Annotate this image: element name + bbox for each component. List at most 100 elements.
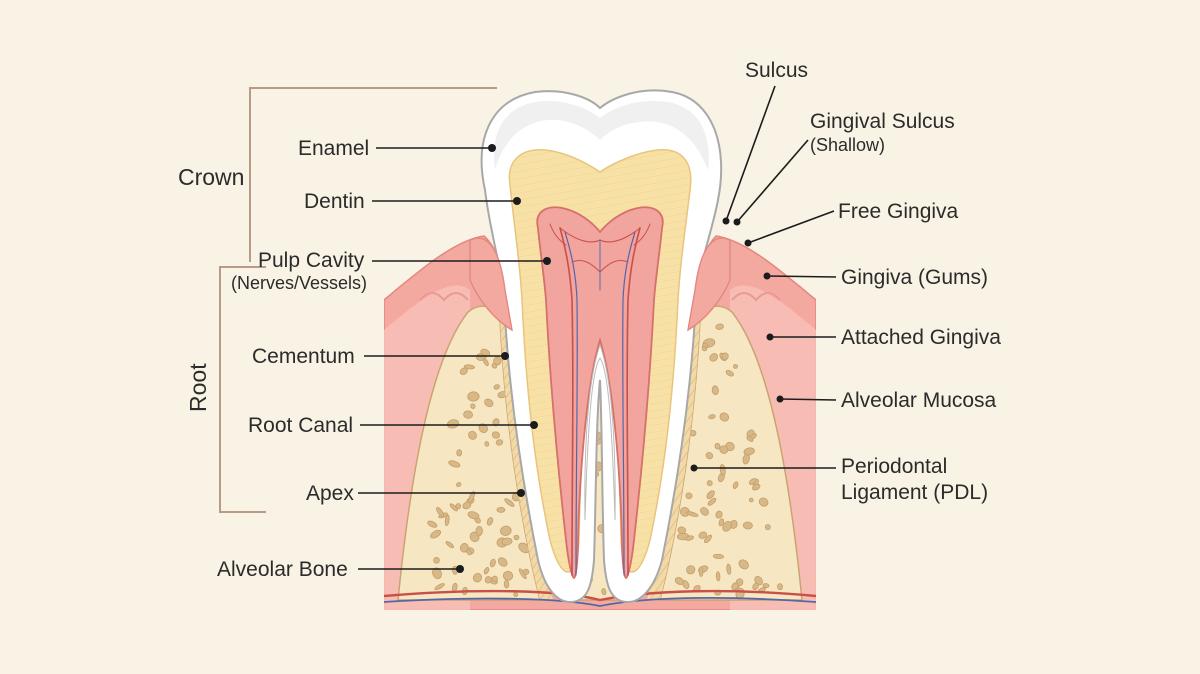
svg-text:Ligament (PDL): Ligament (PDL): [841, 481, 988, 504]
bone-pore: [495, 439, 504, 446]
bone-pore: [493, 384, 500, 390]
bone-pore: [470, 403, 476, 409]
svg-text:Pulp Cavity: Pulp Cavity: [258, 249, 365, 272]
svg-text:Attached Gingiva: Attached Gingiva: [841, 326, 1001, 349]
bone-pore: [722, 520, 732, 532]
bone-pore: [685, 535, 694, 541]
bone-pore: [501, 537, 513, 546]
bone-pore: [483, 358, 489, 367]
bone-pore: [466, 548, 472, 556]
bone-pore: [472, 573, 483, 583]
bone-pore: [436, 507, 444, 517]
bone-pore: [503, 580, 510, 589]
label-apex: Apex: [306, 482, 525, 505]
bone-pore: [677, 526, 687, 535]
label-cementum: Cementum: [252, 345, 509, 368]
svg-text:Alveolar Bone: Alveolar Bone: [217, 558, 348, 581]
bone-pore: [513, 592, 519, 597]
bone-pore: [445, 541, 455, 549]
bone-pore: [758, 497, 769, 507]
svg-text:Periodontal: Periodontal: [841, 455, 947, 478]
svg-text:Cementum: Cementum: [252, 345, 355, 368]
bone-pore: [467, 511, 480, 520]
bone-pore: [463, 410, 473, 419]
bone-pore: [496, 506, 506, 513]
bone-pore: [698, 531, 708, 539]
bone-pore: [764, 524, 771, 531]
bone-pore: [502, 570, 514, 581]
bone-pore: [732, 481, 739, 489]
label-periodontal-ligament: Periodontal Ligament (PDL): [690, 455, 988, 504]
bone-pore: [746, 436, 754, 442]
bone-pore: [743, 447, 755, 456]
bone-pore: [748, 497, 754, 503]
label-free-gingiva: Free Gingiva: [744, 200, 959, 247]
bone-pore: [762, 583, 770, 589]
bone-pore: [706, 480, 713, 487]
crown-group-label: Crown: [178, 164, 244, 190]
bone-pore: [491, 431, 500, 439]
label-alveolar-bone: Alveolar Bone: [217, 558, 464, 581]
bone-pore: [704, 534, 712, 544]
bone-pore: [522, 568, 530, 575]
svg-text:Alveolar Mucosa: Alveolar Mucosa: [841, 389, 997, 412]
bone-pore: [462, 501, 472, 510]
bone-pore: [489, 558, 496, 568]
bone-pore: [712, 553, 725, 559]
bone-pore: [475, 526, 483, 537]
bone-pore: [456, 481, 462, 488]
label-alveolar-mucosa: Alveolar Mucosa: [776, 389, 997, 412]
bone-pore: [686, 565, 696, 575]
bone-pore: [686, 511, 699, 517]
bone-pore: [601, 588, 607, 596]
bone-pore: [685, 492, 693, 500]
bone-pore: [483, 567, 490, 575]
bone-pore: [748, 478, 757, 485]
bone-pore: [500, 525, 512, 536]
bone-pore: [432, 567, 442, 580]
bone-pore: [719, 412, 730, 422]
bone-pore: [721, 352, 729, 361]
svg-text:Enamel: Enamel: [298, 137, 369, 160]
bone-pore: [733, 363, 738, 369]
bone-pore: [513, 534, 520, 541]
bone-pore: [486, 517, 494, 526]
bone-pore: [448, 460, 461, 468]
bone-pore: [427, 520, 438, 528]
crown-bracket: [249, 87, 497, 262]
bone-pore: [497, 557, 508, 567]
bone-pore: [700, 507, 709, 516]
bone-pore: [777, 583, 783, 591]
vessel-red-bottom: [384, 589, 816, 602]
bone-pore: [493, 356, 502, 366]
bone-pore: [751, 483, 761, 491]
bone-pore: [715, 510, 723, 519]
bone-pore: [444, 514, 450, 527]
bone-pore: [504, 498, 515, 507]
bone-pore: [430, 529, 442, 539]
svg-text:Gingival Sulcus: Gingival Sulcus: [810, 110, 955, 133]
bone-pore: [706, 490, 715, 500]
bone-pore: [456, 449, 463, 457]
bone-pore: [518, 542, 530, 554]
pulp-vessels: [549, 223, 651, 576]
bone-pore: [674, 577, 684, 585]
bone-pore: [705, 452, 714, 460]
svg-text:Sulcus: Sulcus: [745, 59, 808, 82]
vessel-blue-bottom: [384, 597, 816, 607]
label-enamel: Enamel: [298, 137, 496, 160]
bone-pore: [679, 507, 690, 517]
bone-pore: [468, 491, 476, 503]
bone-pore: [707, 497, 717, 506]
svg-text:Gingiva (Gums): Gingiva (Gums): [841, 266, 988, 289]
bone-pore: [709, 353, 719, 362]
bone-pore: [434, 583, 445, 591]
bone-pore: [752, 582, 759, 591]
tooth-pulp-cavity: [536, 206, 664, 579]
root-bracket: [219, 266, 266, 513]
bone-pore: [701, 346, 707, 352]
svg-text:(Nerves/Vessels): (Nerves/Vessels): [231, 273, 367, 293]
bone-pore: [714, 442, 721, 450]
bone-pore: [715, 323, 724, 330]
